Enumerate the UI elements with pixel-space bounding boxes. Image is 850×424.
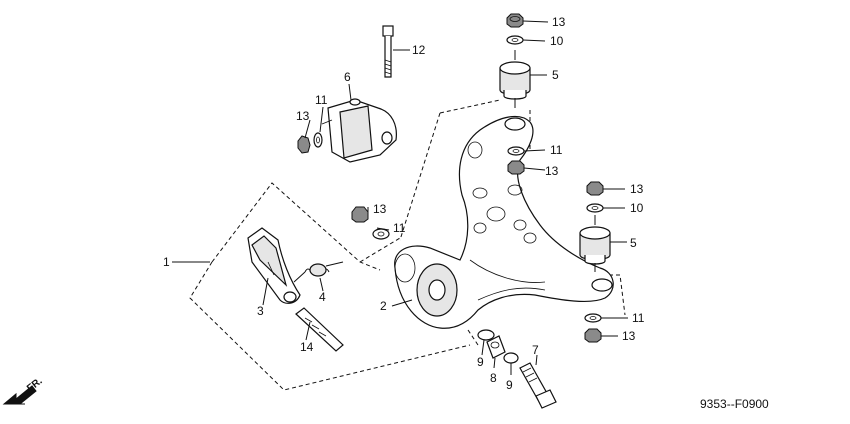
callout-7: 7 [532, 343, 539, 357]
washer-11-left[interactable] [313, 132, 323, 148]
washer-mid[interactable] [507, 146, 525, 156]
callout-12: 12 [412, 43, 426, 57]
callout-13-mid: 13 [545, 164, 559, 178]
pin-14[interactable] [295, 307, 344, 352]
engine-mount-6[interactable] [321, 98, 397, 163]
callout-13-top: 13 [552, 15, 566, 29]
mount-rubber-top[interactable] [499, 50, 531, 108]
washer-right[interactable] [586, 203, 604, 213]
callout-9-upper: 9 [477, 355, 484, 369]
spring-4[interactable] [293, 261, 344, 283]
callout-6: 6 [344, 70, 351, 84]
washer-top[interactable] [506, 35, 524, 45]
nut-13-left[interactable] [297, 135, 311, 154]
washer-left-mid[interactable] [372, 228, 390, 240]
nut-left-mid[interactable] [351, 206, 369, 223]
callout-2: 2 [380, 299, 387, 313]
callout-13-left-mid: 13 [373, 202, 387, 216]
callout-5-right: 5 [630, 236, 637, 250]
nut-mid[interactable] [507, 160, 525, 175]
stopper-plate-3[interactable] [247, 227, 301, 304]
callout-1: 1 [163, 255, 170, 269]
bolt-7[interactable] [519, 362, 557, 409]
callout-3: 3 [257, 304, 264, 318]
mount-rubber-right[interactable] [579, 215, 611, 272]
callout-13-right-low: 13 [622, 329, 636, 343]
callout-11-left: 11 [315, 93, 328, 107]
nut-top[interactable] [506, 13, 524, 28]
leader-lines [172, 20, 628, 375]
callout-13-left: 13 [296, 109, 310, 123]
washer-9-lower[interactable] [503, 352, 519, 364]
callout-4: 4 [319, 290, 326, 304]
callout-labels: 1 2 3 4 5 5 6 7 8 9 9 10 10 11 11 11 11 … [163, 15, 645, 392]
diagram-code: 9353--F0900 [700, 397, 769, 411]
bolt-12[interactable] [382, 25, 394, 78]
callout-9-lower: 9 [506, 378, 513, 392]
collar-8[interactable] [486, 335, 506, 359]
callout-10-top: 10 [550, 34, 564, 48]
callout-5-top: 5 [552, 68, 559, 82]
washer-right-low[interactable] [584, 313, 602, 323]
callout-11-mid: 11 [550, 143, 563, 157]
callout-13-right: 13 [630, 182, 644, 196]
nut-right-low[interactable] [584, 328, 602, 343]
callout-10-right: 10 [630, 201, 644, 215]
assembly-outline [189, 99, 626, 391]
arrow-icon [2, 385, 37, 405]
washer-9-upper[interactable] [477, 329, 495, 341]
nut-right-top[interactable] [586, 181, 604, 196]
callout-14: 14 [300, 340, 314, 354]
callout-11-left-mid: 11 [393, 221, 406, 235]
callout-11-right: 11 [632, 311, 645, 325]
swing-bracket[interactable] [394, 115, 614, 329]
callout-8: 8 [490, 371, 497, 385]
front-direction-indicator: FR. [2, 376, 45, 405]
